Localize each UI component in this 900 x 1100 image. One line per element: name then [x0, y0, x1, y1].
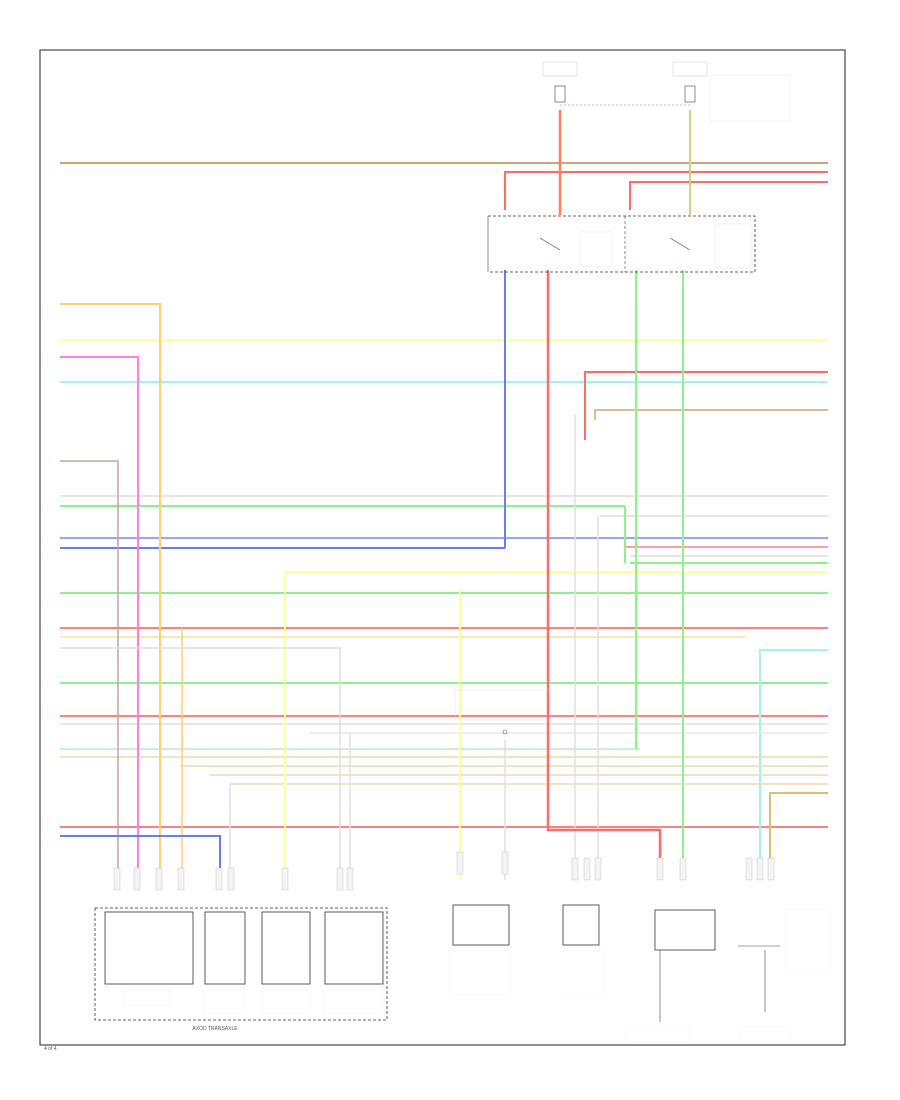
relay-switch-left — [539, 237, 561, 251]
page-number: 4 of 4 — [44, 1046, 57, 1052]
pin — [583, 857, 591, 881]
pin — [336, 867, 344, 891]
label-area — [449, 949, 511, 995]
wire — [60, 356, 139, 880]
pin — [155, 867, 163, 891]
connector-pins — [113, 851, 775, 891]
wire — [629, 181, 828, 210]
label-area — [204, 989, 246, 1015]
wire — [504, 171, 828, 210]
pin — [177, 867, 185, 891]
pin — [571, 857, 579, 881]
relay-box — [488, 215, 756, 273]
pin — [594, 857, 602, 881]
fuse-left — [554, 85, 566, 103]
fuse-label-right — [672, 61, 708, 77]
group-label: AXOD TRANSAXLE — [192, 1026, 238, 1032]
component-label-areas — [124, 909, 831, 1043]
wire — [759, 649, 828, 880]
bottom-components: AXOD TRANSAXLE — [94, 851, 831, 1043]
label-area — [124, 989, 171, 1007]
fuel-pump-module — [562, 904, 600, 946]
pin — [215, 867, 223, 891]
pin — [656, 857, 664, 881]
torque-converter-solenoid — [204, 911, 246, 985]
wire — [60, 835, 221, 880]
pin — [456, 851, 464, 875]
pin — [501, 851, 509, 875]
relay-label-left — [579, 231, 613, 267]
pin — [756, 857, 764, 881]
label-area — [624, 1027, 691, 1043]
fuse-right — [684, 85, 696, 103]
component-feed-wires — [60, 270, 684, 880]
inertia-switch — [654, 909, 716, 951]
page-frame — [39, 49, 846, 1046]
wire — [60, 303, 161, 880]
pin — [767, 857, 775, 881]
pin — [281, 867, 289, 891]
shift-solenoids — [104, 911, 194, 985]
relay-switch-right — [669, 237, 691, 251]
fuse-label-left — [542, 61, 578, 77]
label-area — [784, 909, 831, 973]
pin — [133, 867, 141, 891]
transmission-sensor — [324, 911, 384, 985]
right-side-wires — [180, 171, 828, 880]
pin — [227, 867, 235, 891]
brake-switch — [452, 904, 510, 946]
fuse-feeds — [542, 61, 791, 215]
label-area — [324, 989, 384, 1015]
wire — [769, 792, 828, 880]
harness-wires — [60, 162, 828, 837]
pin — [745, 857, 753, 881]
center-connector — [454, 689, 551, 735]
label-area — [559, 949, 605, 997]
wire — [584, 371, 828, 440]
label-area — [739, 1025, 791, 1041]
wire — [60, 460, 119, 880]
wire — [546, 270, 662, 880]
wire — [594, 409, 828, 420]
pin — [346, 867, 354, 891]
pressure-switch — [261, 911, 311, 985]
wire — [60, 647, 341, 880]
pin — [679, 857, 687, 881]
label-area — [261, 989, 311, 1015]
axod-group-box — [94, 907, 388, 1021]
fuse-note — [709, 74, 791, 122]
relay-block — [487, 215, 756, 273]
pin — [113, 867, 121, 891]
relay-label-right — [714, 223, 752, 269]
connector-pin — [502, 729, 508, 735]
connector-label — [454, 689, 551, 721]
